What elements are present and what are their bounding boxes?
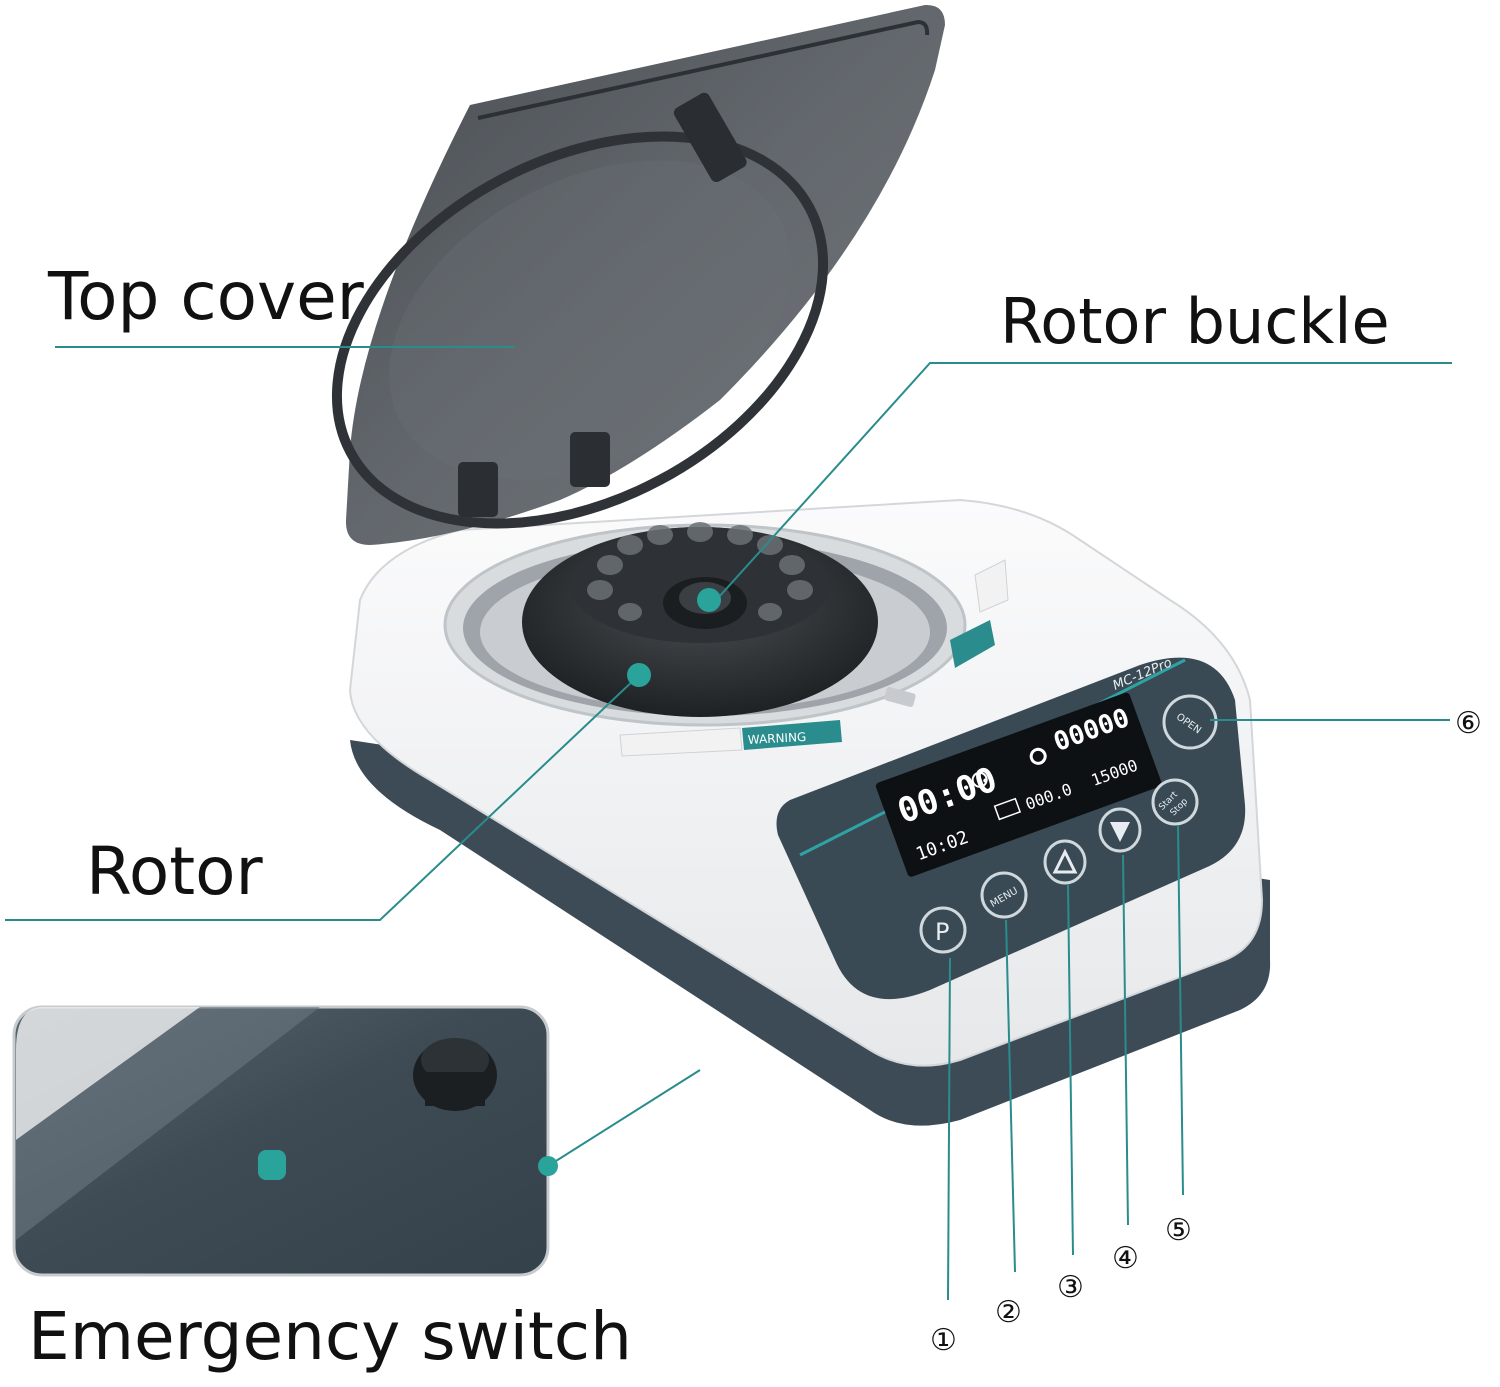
callout-4: ④ [1112, 1241, 1139, 1276]
rotor-label: Rotor [86, 833, 263, 910]
down-arrow-button[interactable] [1098, 807, 1142, 853]
leader-dots [538, 588, 721, 1176]
up-arrow-button[interactable] [1043, 839, 1087, 885]
callout-3: ③ [1057, 1270, 1084, 1305]
open-button[interactable]: OPEN [1162, 694, 1218, 750]
start-stop-button[interactable]: Start Stop [1151, 778, 1199, 826]
rotation-icon [1029, 747, 1047, 765]
emergency-switch-label: Emergency switch [28, 1298, 632, 1375]
emergency-switch-inset [12, 1005, 550, 1277]
emergency-switch[interactable] [258, 1150, 286, 1180]
menu-button[interactable]: MENU [980, 871, 1028, 919]
top-cover [345, 4, 945, 546]
leader-lines [5, 346, 1452, 1301]
callout-2: ② [995, 1295, 1022, 1330]
warning-sticker: WARNING [619, 720, 842, 757]
emergency-knob [413, 1038, 497, 1111]
lcd-display: 00:00 00000 000.0 15000 10:02 [875, 692, 1162, 877]
warning-text: WARNING [747, 730, 806, 747]
p-button[interactable]: P [919, 906, 967, 954]
up-arrow-icon [1052, 848, 1078, 874]
rotor-holes [587, 522, 813, 621]
callout-6: ⑥ [1455, 706, 1482, 741]
top-cover-label: Top cover [48, 258, 364, 335]
timer-icon [971, 771, 988, 788]
rotor-buckle-label: Rotor buckle [1000, 285, 1390, 358]
down-arrow-icon [1110, 822, 1130, 842]
callout-5: ⑤ [1165, 1213, 1192, 1248]
svg-text:P: P [935, 918, 949, 946]
mode-icon [993, 797, 1022, 821]
callout-1: ① [930, 1323, 957, 1358]
